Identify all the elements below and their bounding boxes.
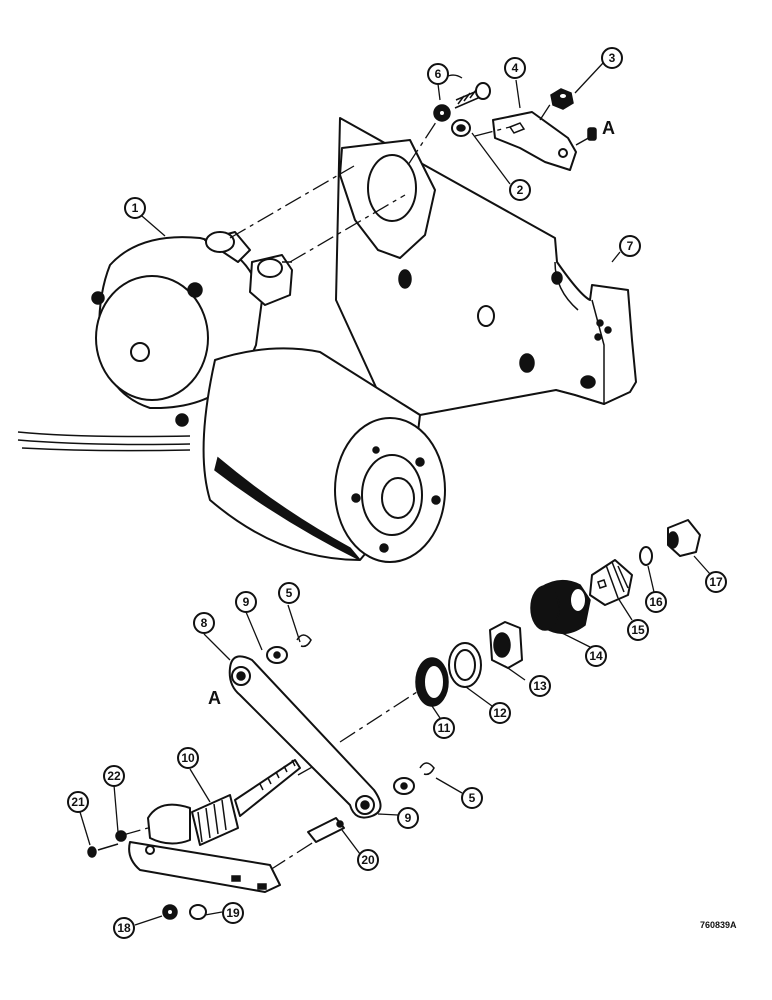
- callout-21-label: 21: [71, 795, 85, 809]
- callout-3-circle: [601, 47, 623, 69]
- callout-2-circle: [509, 179, 531, 201]
- reference-a-upper: A: [602, 118, 615, 138]
- callout-11-label: 11: [438, 721, 451, 735]
- callout-18-label: 18: [117, 921, 131, 935]
- callout-17-label: 17: [709, 575, 723, 589]
- callout-2: 2: [509, 179, 531, 201]
- switch-assembly: [87, 759, 301, 920]
- callout-21-circle: [67, 791, 89, 813]
- callout-17: 17: [705, 571, 727, 593]
- callout-6-circle: [427, 63, 449, 85]
- callout-9-upper-circle: [235, 591, 257, 613]
- callout-20: 20: [357, 849, 379, 871]
- callout-4: 4: [504, 57, 526, 79]
- callout-1-label: 1: [132, 201, 139, 215]
- figure-code: 760839A: [700, 920, 737, 930]
- callout-12-circle: [489, 702, 511, 724]
- callout-3: 3: [601, 47, 623, 69]
- mounting-bracket: [335, 117, 637, 416]
- callout-18-circle: [113, 917, 135, 939]
- callout-1-circle: [124, 197, 146, 219]
- callout-7: 7: [619, 235, 641, 257]
- callout-5-lower-label: 5: [469, 791, 476, 805]
- callout-15-label: 15: [631, 623, 645, 637]
- callout-1: 1: [124, 197, 146, 219]
- callout-10-label: 10: [181, 751, 195, 765]
- callout-5-upper-label: 5: [286, 586, 293, 600]
- callout-22-circle: [103, 765, 125, 787]
- callout-20-label: 20: [361, 853, 375, 867]
- callout-3-label: 3: [609, 51, 616, 65]
- callout-22: 22: [103, 765, 125, 787]
- callout-8: 8: [193, 612, 215, 634]
- callout-5-upper: 5: [278, 582, 300, 604]
- linkage: [228, 634, 435, 843]
- callout-16: 16: [645, 591, 667, 613]
- callout-15-circle: [627, 619, 649, 641]
- callout-19-label: 19: [226, 906, 240, 920]
- callout-17-circle: [705, 571, 727, 593]
- callout-22-label: 22: [107, 769, 121, 783]
- callout-5-lower-circle: [461, 787, 483, 809]
- callout-13-label: 13: [533, 679, 547, 693]
- callout-11-circle: [433, 717, 455, 739]
- wiper-motor: [17, 231, 446, 563]
- callout-5-lower: 5: [461, 787, 483, 809]
- callout-14: 14: [585, 645, 607, 667]
- callout-9-lower-circle: [397, 807, 419, 829]
- callout-16-circle: [645, 591, 667, 613]
- callout-13-circle: [529, 675, 551, 697]
- callout-14-label: 14: [589, 649, 603, 663]
- callout-8-circle: [193, 612, 215, 634]
- callout-10: 10: [177, 747, 199, 769]
- callout-10-circle: [177, 747, 199, 769]
- callout-20-circle: [357, 849, 379, 871]
- callout-4-label: 4: [512, 61, 519, 75]
- callout-19-circle: [222, 902, 244, 924]
- callout-2-label: 2: [517, 183, 524, 197]
- callout-7-label: 7: [627, 239, 634, 253]
- callout-11: 11: [433, 717, 455, 739]
- leader-lines: [79, 62, 711, 926]
- callout-6-label: 6: [435, 67, 442, 81]
- callout-7-circle: [619, 235, 641, 257]
- callout-8-label: 8: [201, 616, 208, 630]
- assembly-lines: [122, 99, 554, 871]
- callout-16-label: 16: [649, 595, 663, 609]
- callout-5-upper-circle: [278, 582, 300, 604]
- callout-9-lower-label: 9: [405, 811, 412, 825]
- callout-19: 19: [222, 902, 244, 924]
- upper-hardware: [433, 82, 597, 171]
- callout-6: 6: [427, 63, 449, 85]
- callout-9-upper: 9: [235, 591, 257, 613]
- callout-13: 13: [529, 675, 551, 697]
- callout-12-label: 12: [493, 706, 507, 720]
- knob-stack: [415, 519, 701, 707]
- callout-15: 15: [627, 619, 649, 641]
- callout-4-circle: [504, 57, 526, 79]
- callout-18: 18: [113, 917, 135, 939]
- callout-9-lower: 9: [397, 807, 419, 829]
- callout-12: 12: [489, 702, 511, 724]
- callout-9-upper-label: 9: [243, 595, 250, 609]
- callout-21: 21: [67, 791, 89, 813]
- reference-a-lower: A: [208, 688, 221, 708]
- callout-14-circle: [585, 645, 607, 667]
